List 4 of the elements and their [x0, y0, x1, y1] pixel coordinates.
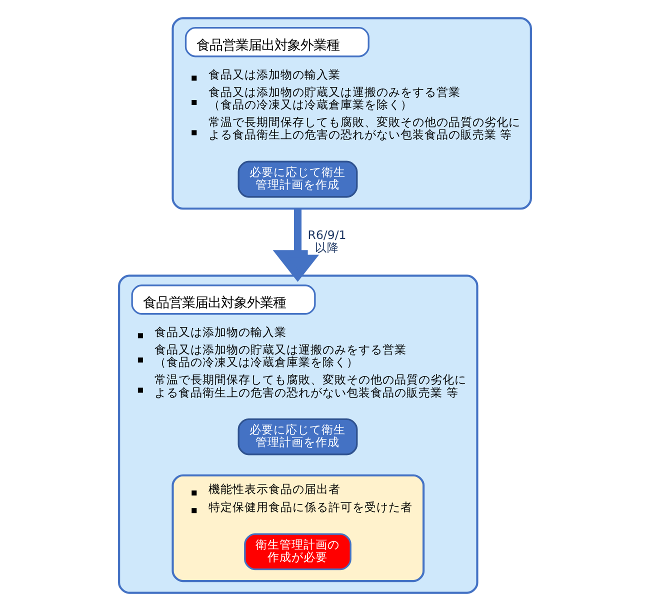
edge-label: R6/9/1 以降 [308, 228, 346, 255]
node-box: 衛生管理計画の作成が必要 [244, 533, 352, 570]
node-box: 必要に応じて衛生管理計画を作成 [238, 160, 358, 198]
node-box: 必要に応じて衛生管理計画を作成 [238, 418, 358, 456]
